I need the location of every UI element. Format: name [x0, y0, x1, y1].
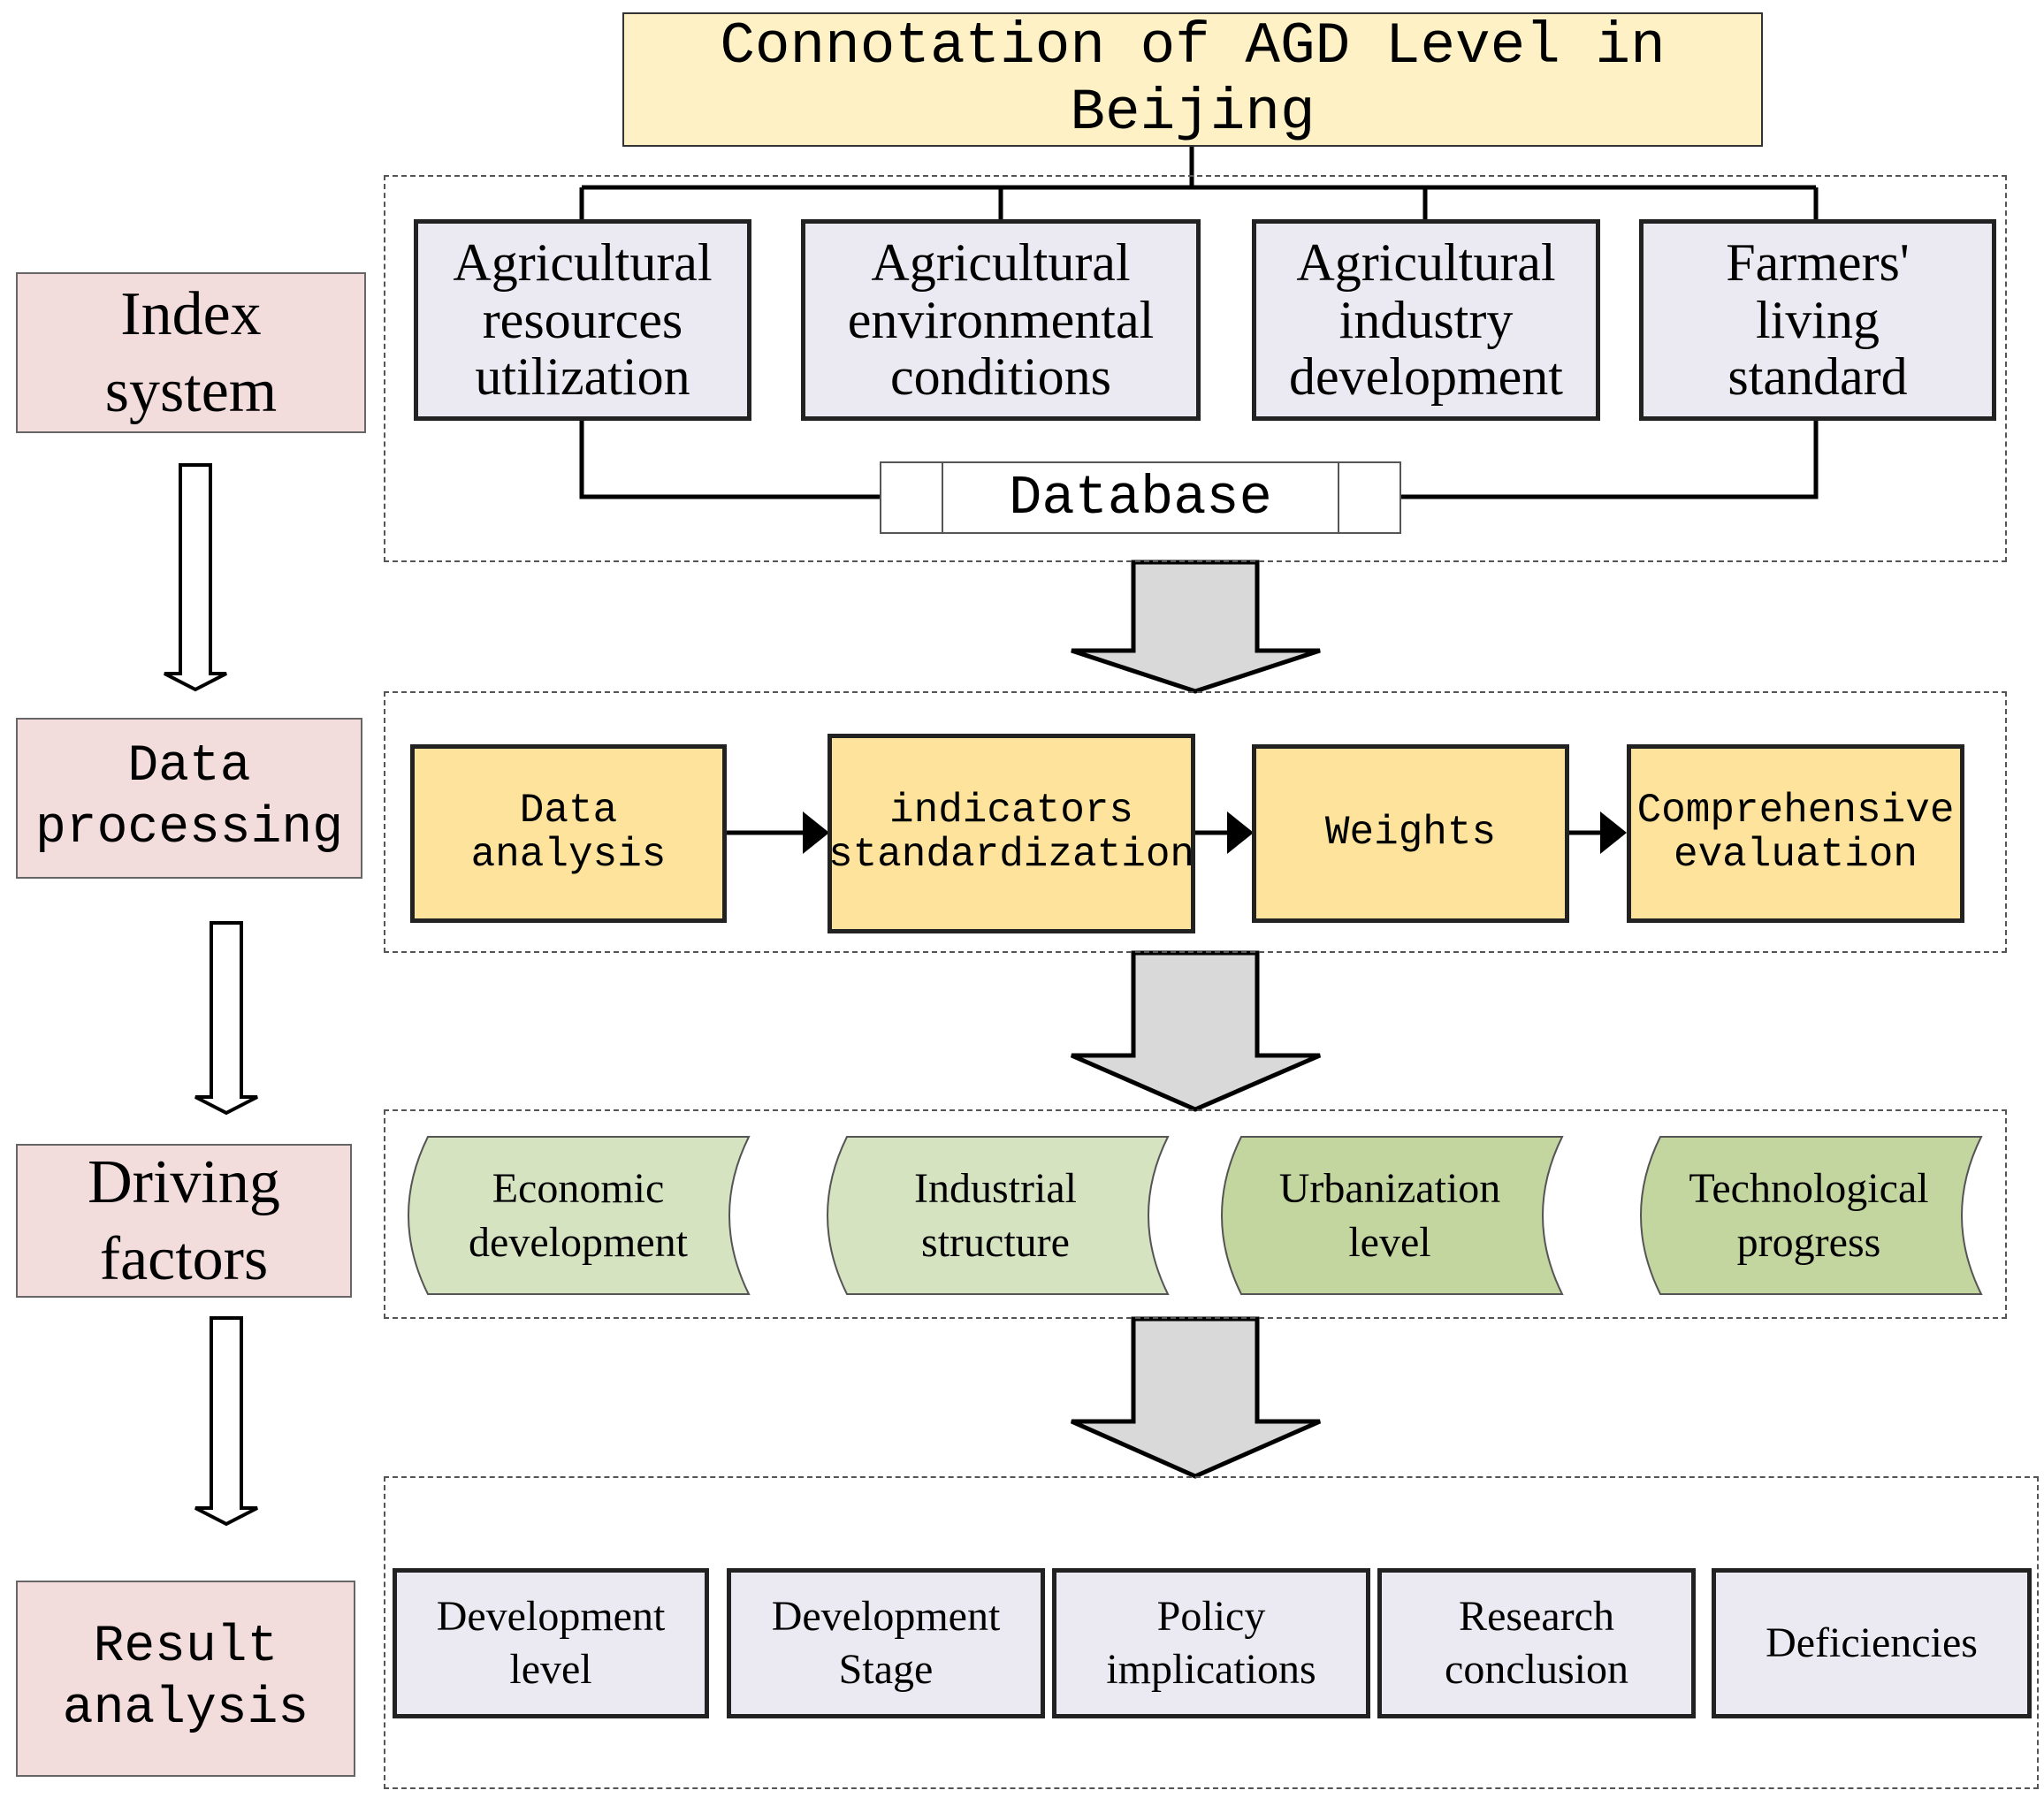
category-label: Agricultural environmental conditions — [847, 232, 1155, 407]
factor-technological-progress: Technological progress — [1646, 1137, 1972, 1294]
step-label: indicators standardization — [828, 788, 1195, 878]
stage-arrows — [164, 463, 258, 1527]
result-label: Research conclusion — [1445, 1592, 1628, 1693]
factor-shape — [827, 1136, 1170, 1295]
stage-driving-factors-label: Driving factors — [88, 1147, 280, 1294]
big-arrow-3 — [1070, 1316, 1322, 1479]
stage-index-system: Index system — [16, 272, 366, 433]
result-deficiencies: Deficiencies — [1712, 1568, 2032, 1718]
stage-driving-factors: Driving factors — [16, 1144, 352, 1298]
big-arrow-1 — [1071, 560, 1321, 694]
big-down-arrows — [1070, 560, 1322, 1479]
diagram-title: Connotation of AGD Level in Beijing — [622, 12, 1763, 147]
factor-label: Industrial structure — [914, 1164, 1077, 1266]
factor-industrial-structure: Industrial structure — [833, 1137, 1158, 1294]
step-label: Weights — [1324, 810, 1497, 857]
result-research-conclusion: Research conclusion — [1377, 1568, 1696, 1718]
stage-data-processing: Data processing — [16, 718, 362, 879]
factor-shape — [1221, 1136, 1564, 1295]
stage-arrow-3 — [194, 1316, 258, 1527]
group-data-processing — [384, 691, 2007, 953]
category-farmers-living-standard: Farmers' living standard — [1639, 219, 1996, 421]
step-comprehensive-evaluation: Comprehensive evaluation — [1627, 744, 1964, 923]
group-driving-factors — [384, 1109, 2007, 1319]
factor-shape — [1640, 1136, 1983, 1295]
stage-result-analysis: Result analysis — [16, 1581, 355, 1777]
step-label: Comprehensive evaluation — [1636, 788, 1955, 878]
database-dividers — [942, 461, 1339, 534]
stage-data-processing-label: Data processing — [34, 738, 344, 857]
group-index-system — [384, 175, 2007, 562]
result-label: Development Stage — [771, 1592, 1001, 1693]
step-indicators-standardization: indicators standardization — [828, 734, 1195, 933]
category-label: Agricultural industry development — [1289, 232, 1563, 407]
result-label: Development level — [436, 1592, 666, 1693]
category-label: Farmers' living standard — [1726, 232, 1910, 407]
group-result-analysis — [384, 1476, 2039, 1789]
big-arrow-2 — [1071, 950, 1321, 1112]
stage-arrow-2 — [194, 921, 258, 1116]
tree-connectors — [579, 147, 1819, 499]
category-resources-utilization: Agricultural resources utilization — [414, 219, 751, 421]
result-development-level: Development level — [393, 1568, 709, 1718]
stage-arrow-1 — [164, 463, 227, 692]
result-policy-implications: Policy implications — [1052, 1568, 1370, 1718]
result-label: Deficiencies — [1766, 1619, 1978, 1666]
category-industry-development: Agricultural industry development — [1252, 219, 1600, 421]
result-label: Policy implications — [1106, 1592, 1316, 1693]
factor-label: Economic development — [469, 1164, 688, 1266]
process-arrows — [725, 811, 1627, 854]
database-box: Database — [880, 461, 1401, 534]
stage-result-analysis-label: Result analysis — [62, 1619, 309, 1738]
step-label: Data analysis — [470, 788, 667, 878]
factor-urbanization-level: Urbanization level — [1227, 1137, 1552, 1294]
factor-shape — [408, 1136, 751, 1295]
factor-label: Technological progress — [1689, 1164, 1929, 1266]
step-data-analysis: Data analysis — [410, 744, 727, 923]
step-weights: Weights — [1252, 744, 1569, 923]
factor-economic-development: Economic development — [416, 1137, 741, 1294]
result-development-stage: Development Stage — [727, 1568, 1045, 1718]
factor-label: Urbanization level — [1278, 1164, 1501, 1266]
diagram-title-text: Connotation of AGD Level in Beijing — [720, 13, 1666, 146]
category-label: Agricultural resources utilization — [453, 232, 713, 407]
database-label: Database — [1009, 466, 1272, 529]
category-environmental-conditions: Agricultural environmental conditions — [801, 219, 1201, 421]
stage-index-system-label: Index system — [104, 279, 278, 426]
